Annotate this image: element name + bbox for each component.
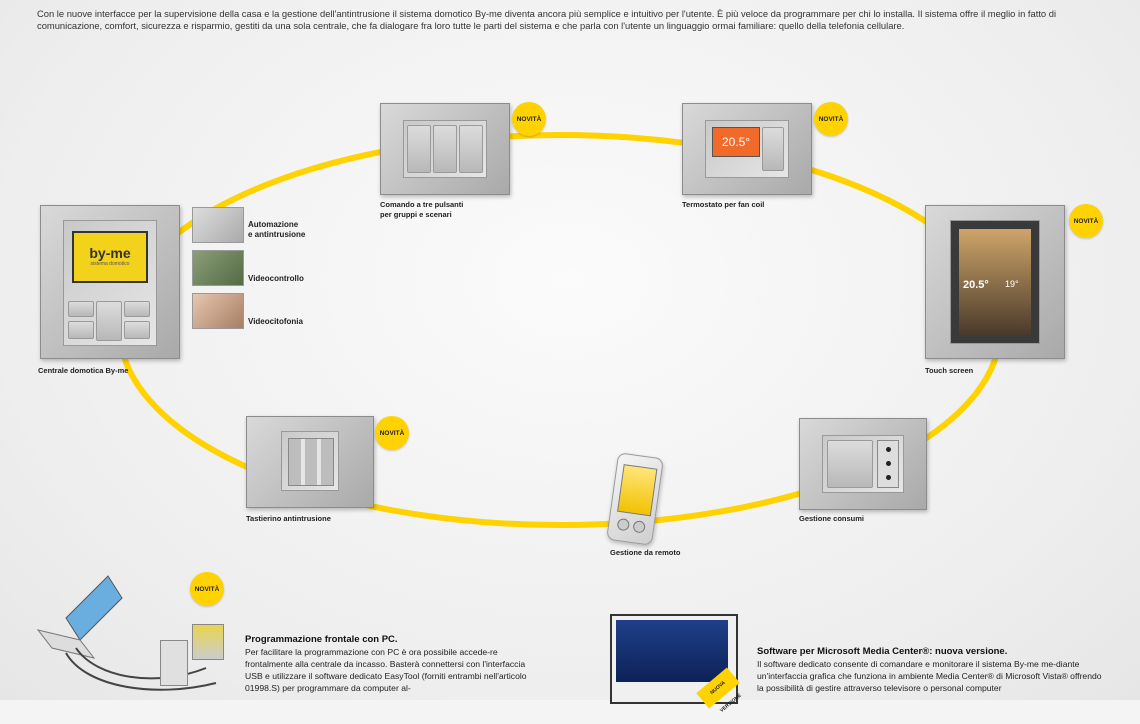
- comando-button[interactable]: [433, 125, 457, 173]
- remoto-caption: Gestione da remoto: [610, 548, 681, 557]
- comando-button[interactable]: [407, 125, 431, 173]
- pc-body: Per facilitare la programmazione con PC …: [245, 647, 527, 693]
- function-label-videointercom: Videocitofonia: [248, 317, 303, 326]
- socket-icon: [877, 440, 899, 488]
- centrale-keypad[interactable]: [96, 301, 122, 341]
- comando-inner: [403, 120, 487, 178]
- mediacenter-title: Software per Microsoft Media Center®: nu…: [757, 646, 1008, 657]
- centrale-key[interactable]: [68, 321, 94, 339]
- new-badge: NOVITÀ: [190, 572, 224, 606]
- centrale-key[interactable]: [124, 301, 150, 317]
- automation-thumbnail: [192, 207, 244, 243]
- plate-small-icon: [160, 640, 188, 686]
- new-badge: NOVITÀ: [512, 102, 546, 136]
- comando-button[interactable]: [459, 125, 483, 173]
- laptop-illustration: [36, 575, 217, 691]
- tv-screen: NUOVA VERSIONE: [610, 614, 743, 714]
- consumi-device[interactable]: [799, 418, 927, 510]
- mediacenter-body: Il software dedicato consente di comanda…: [757, 659, 1102, 693]
- pc-title: Programmazione frontale con PC.: [245, 634, 398, 645]
- comando-caption: Comando a tre pulsanti per gruppi e scen…: [380, 200, 464, 219]
- intro-text: Con le nuove interfacce per la supervisi…: [37, 8, 1057, 31]
- function-label-videocontrol: Videocontrollo: [248, 274, 304, 283]
- touchscreen-device[interactable]: 20.5° 19°: [925, 205, 1065, 359]
- thermo-display: 20.5°: [712, 127, 760, 157]
- termostato-device[interactable]: 20.5°: [682, 103, 812, 195]
- comando-device[interactable]: [380, 103, 510, 195]
- consumi-inner: [822, 435, 904, 493]
- consumi-caption: Gestione consumi: [799, 514, 865, 523]
- termostato-inner: 20.5°: [705, 120, 789, 178]
- touchscreen-caption: Touch screen: [925, 366, 974, 375]
- new-badge: NOVITÀ: [814, 102, 848, 136]
- function-label-automation: Automazione e antintrusione: [248, 220, 306, 239]
- touchscreen-inner: 20.5° 19°: [950, 220, 1040, 344]
- phone-button[interactable]: [632, 520, 646, 534]
- phone-screen: [617, 464, 658, 517]
- centrale-device[interactable]: by-me sistema domotico: [40, 205, 180, 359]
- touch-temp: 20.5°: [963, 279, 989, 291]
- consumi-button[interactable]: [827, 440, 873, 488]
- touch-temp2: 19°: [1005, 279, 1019, 289]
- centrale-logo: by-me: [89, 245, 131, 261]
- keypad-icon[interactable]: [288, 438, 334, 486]
- thermo-button[interactable]: [762, 127, 784, 171]
- centrale-key[interactable]: [124, 321, 150, 339]
- new-badge: NOVITÀ: [375, 416, 409, 450]
- centrale-small-icon: [192, 624, 224, 660]
- videocontrol-thumbnail: [192, 250, 244, 286]
- centrale-screen: by-me sistema domotico: [72, 231, 148, 283]
- tastierino-inner: [281, 431, 339, 491]
- centrale-inner: by-me sistema domotico: [63, 220, 157, 346]
- phone-button[interactable]: [616, 517, 631, 532]
- tastierino-caption: Tastierino antintrusione: [246, 514, 331, 523]
- tastierino-device[interactable]: [246, 416, 374, 508]
- videointercom-thumbnail: [192, 293, 244, 329]
- mediacenter-ui: [616, 620, 728, 682]
- centrale-caption: Centrale domotica By-me: [38, 366, 129, 375]
- centrale-key[interactable]: [68, 301, 94, 317]
- new-badge: NOVITÀ: [1069, 204, 1103, 238]
- centrale-sub: sistema domotico: [90, 261, 130, 267]
- touch-screen-panel[interactable]: 20.5° 19°: [959, 229, 1031, 335]
- termostato-caption: Termostato per fan coil: [682, 200, 765, 209]
